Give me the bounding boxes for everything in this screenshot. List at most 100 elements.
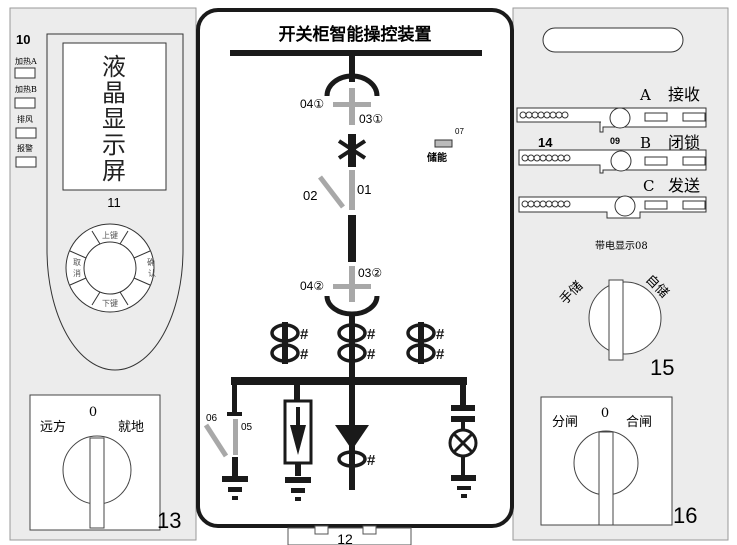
breaker-contact-01 bbox=[349, 170, 355, 210]
lcd-text: 液 bbox=[102, 53, 126, 81]
lcd-label: 11 bbox=[107, 195, 121, 210]
indicator-exhaust bbox=[15, 127, 37, 139]
label-02: 02 bbox=[303, 188, 317, 203]
upper-isolator bbox=[333, 88, 371, 125]
display-window bbox=[542, 27, 684, 53]
indicator-label: 报警 bbox=[17, 143, 33, 153]
switch-label-close: 合闸 bbox=[626, 415, 652, 430]
key-cancel[interactable]: 消 bbox=[73, 268, 81, 278]
center-panel: 开关柜智能操控装置 04① 03① 07 储能 02 01 04② 03② bbox=[196, 8, 514, 545]
switch-label-remote: 远方 bbox=[40, 419, 66, 435]
switch-label-local: 就地 bbox=[118, 420, 144, 435]
live-display-label: 带电显示08 bbox=[595, 239, 648, 252]
label-06: 06 bbox=[206, 413, 218, 424]
row-letter: A bbox=[639, 86, 651, 104]
lcd-text: 示 bbox=[102, 131, 126, 159]
ground-icon bbox=[451, 475, 476, 498]
key-down[interactable]: 下键 bbox=[102, 298, 118, 308]
row-group-id: 14 bbox=[538, 135, 553, 150]
key-cancel[interactable]: 取 bbox=[73, 258, 81, 267]
contact-05 bbox=[233, 419, 238, 455]
left-panel: 10 加热A 加热B 排风 报警 液 晶 显 示 屏 11 bbox=[9, 7, 197, 541]
switch-id: 13 bbox=[157, 508, 181, 533]
label-07: 07 bbox=[455, 127, 464, 136]
current-transformer-center bbox=[337, 323, 367, 363]
main-busbar bbox=[230, 50, 482, 56]
label-03-2: 03② bbox=[358, 266, 382, 280]
bottom-connector: 12 bbox=[287, 525, 412, 545]
label-03-1: 03① bbox=[359, 112, 383, 126]
row-knob[interactable] bbox=[610, 150, 632, 172]
row-knob[interactable] bbox=[614, 195, 636, 217]
switch-handle[interactable] bbox=[608, 279, 624, 361]
cable-head-icon bbox=[335, 425, 369, 450]
switch-handle[interactable] bbox=[598, 431, 614, 526]
current-transformer-left bbox=[270, 322, 300, 364]
ground-icon bbox=[285, 477, 311, 501]
lcd-module-outline bbox=[46, 33, 184, 371]
label-04-1: 04① bbox=[300, 97, 324, 111]
keypad: 上键 下键 取 消 确 认 bbox=[65, 223, 156, 313]
storage-mode-switch[interactable]: 手储 自储 15 bbox=[557, 272, 674, 380]
branch-busbar bbox=[231, 377, 467, 385]
indicator-group: 加热A 加热B 排风 报警 bbox=[14, 56, 37, 168]
lcd-text: 晶 bbox=[102, 79, 126, 107]
indicator-heater-b bbox=[14, 97, 36, 109]
signal-row-c: C 发送 bbox=[518, 176, 707, 219]
upper-contact-arc bbox=[324, 73, 380, 97]
current-transformer-right bbox=[406, 322, 436, 364]
ct-mark: # bbox=[436, 326, 445, 343]
label-04-2: 04② bbox=[300, 279, 324, 293]
key-confirm[interactable]: 认 bbox=[148, 268, 156, 278]
right-panel: A 接收 14 09 B 闭锁 C 发送 带电显示08 bbox=[512, 7, 729, 541]
ct-mark: # bbox=[367, 326, 376, 343]
switch-handle[interactable] bbox=[89, 437, 105, 529]
row-label: 接收 bbox=[668, 85, 700, 104]
indicator-label: 加热B bbox=[15, 84, 37, 94]
row-label: 闭锁 bbox=[668, 133, 700, 152]
label-01: 01 bbox=[357, 182, 371, 197]
label-05: 05 bbox=[241, 422, 253, 433]
earth-switch-06 bbox=[203, 423, 229, 458]
label-12: 12 bbox=[337, 531, 353, 545]
switch-label-open: 分闸 bbox=[552, 415, 578, 430]
key-up[interactable]: 上键 bbox=[102, 230, 118, 240]
main-feeder-line bbox=[349, 312, 355, 490]
row-letter: C bbox=[643, 177, 654, 195]
key-confirm[interactable]: 确 bbox=[147, 257, 155, 267]
lower-isolator bbox=[333, 266, 371, 302]
switch-label-zero: 0 bbox=[89, 405, 97, 420]
ground-icon bbox=[222, 476, 248, 500]
storage-indicator bbox=[434, 139, 453, 148]
remote-local-switch[interactable]: 远方 0 就地 13 bbox=[29, 394, 181, 533]
indicator-heater-a bbox=[14, 67, 36, 79]
keypad-center[interactable] bbox=[83, 241, 137, 295]
label-storage: 储能 bbox=[426, 151, 447, 164]
switch-id: 15 bbox=[650, 355, 674, 380]
breaker-open-close-switch[interactable]: 分闸 0 合闸 16 bbox=[540, 396, 697, 528]
ct-mark: # bbox=[367, 452, 376, 469]
lcd-screen bbox=[62, 42, 167, 191]
indicator-alarm bbox=[15, 156, 37, 168]
ct-mark: # bbox=[300, 346, 309, 363]
lcd-text: 屏 bbox=[102, 157, 126, 185]
page-title: 开关柜智能操控装置 bbox=[279, 24, 432, 45]
ct-mark: # bbox=[300, 326, 309, 343]
knob-id: 09 bbox=[610, 136, 620, 146]
row-letter: B bbox=[640, 134, 651, 152]
breaker-icon bbox=[337, 134, 367, 167]
indicator-label: 加热A bbox=[15, 56, 37, 66]
row-knob[interactable] bbox=[609, 107, 631, 129]
capacitor-icon bbox=[451, 405, 475, 411]
signal-row-b: B 闭锁 bbox=[518, 133, 707, 174]
ct-mark: # bbox=[367, 346, 376, 363]
ct-mark: # bbox=[436, 346, 445, 363]
earth-switch-02 bbox=[318, 175, 345, 209]
signal-row-a: A 接收 bbox=[516, 85, 707, 133]
row-label: 发送 bbox=[668, 176, 700, 195]
switch-label-zero: 0 bbox=[601, 406, 609, 421]
switch-id: 16 bbox=[673, 503, 697, 528]
lcd-text: 显 bbox=[102, 105, 126, 133]
